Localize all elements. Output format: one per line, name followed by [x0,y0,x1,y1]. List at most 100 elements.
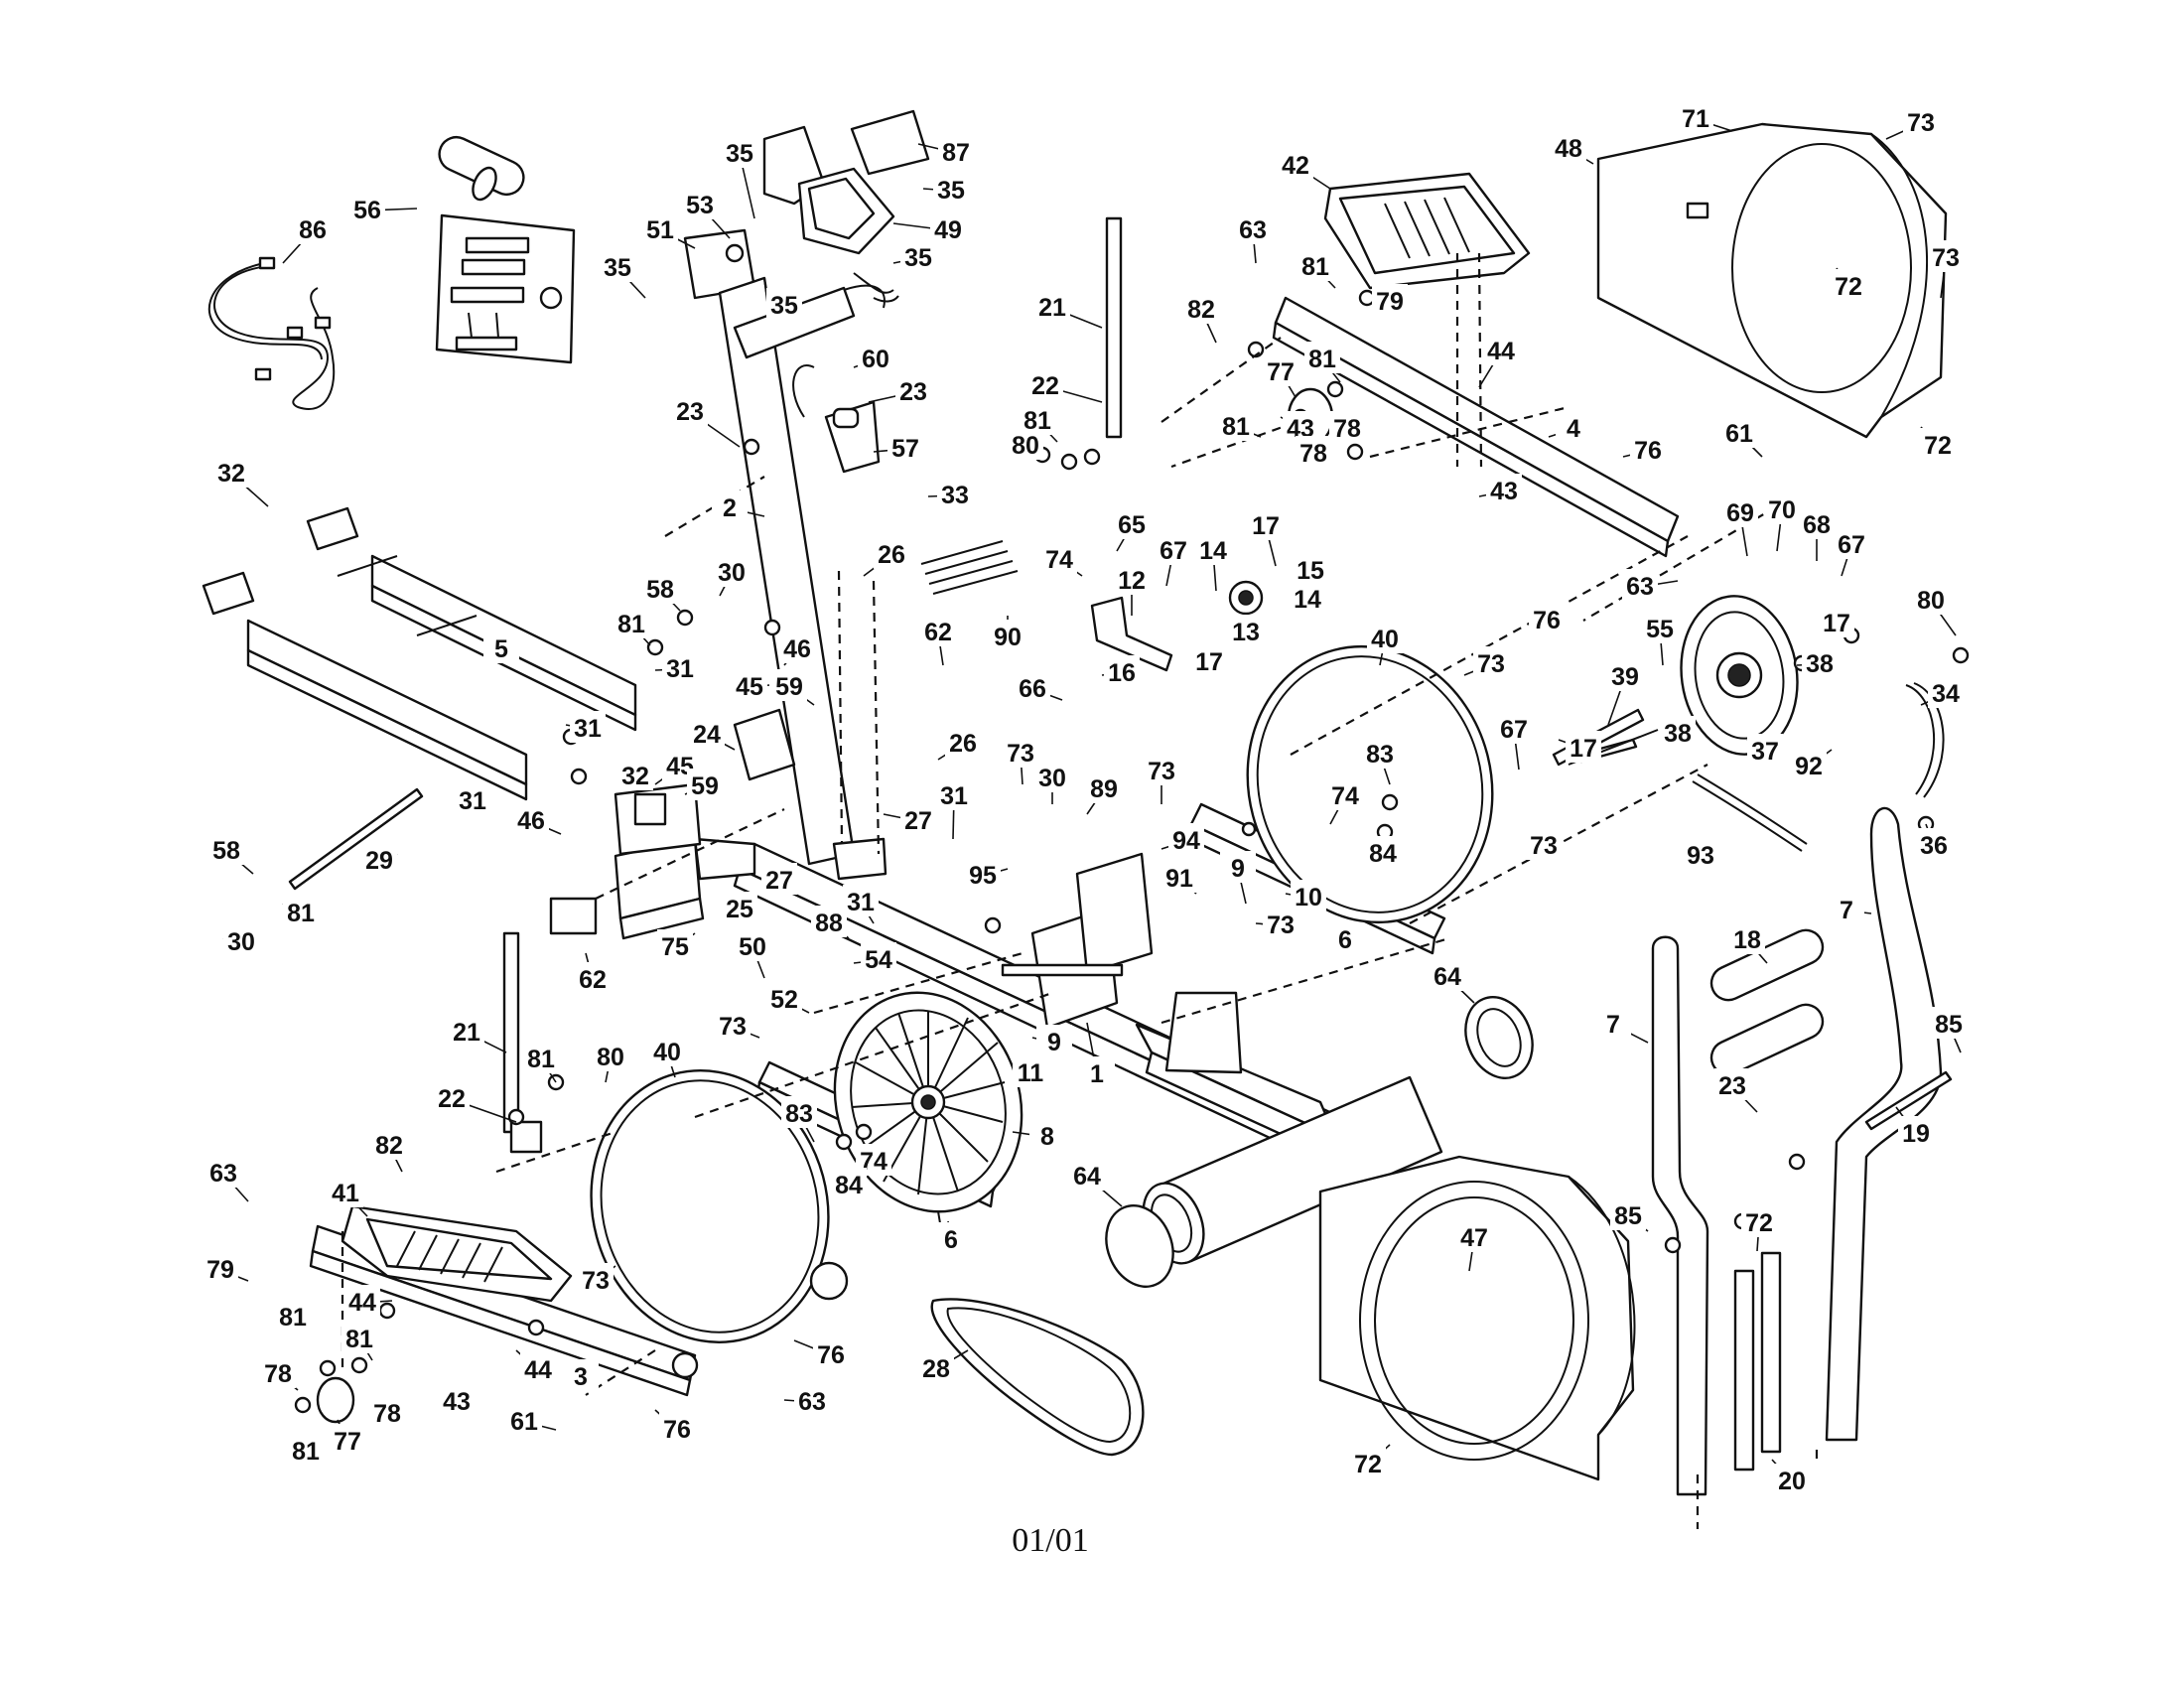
label-backdrop [371,1128,407,1160]
part-callout-34-1: 34 [1932,680,1960,708]
part-callout-58-2: 58 [212,837,240,865]
label-backdrop [687,769,723,800]
part-callout-94-1: 94 [1172,827,1200,855]
label-backdrop [1642,612,1678,643]
part-callout-74-1: 74 [1045,546,1073,574]
part-callout-6-2: 6 [944,1226,958,1254]
part-callout-35-2: 35 [937,177,965,205]
label-backdrop [732,669,767,701]
label-backdrop [771,669,807,701]
hardware-nut [835,1133,853,1151]
label-backdrop [283,896,319,927]
part-callout-7-2: 7 [1606,1011,1620,1039]
wire-harness [207,256,336,410]
part-callout-85-2: 85 [1935,1011,1963,1039]
console-assembly [683,109,930,303]
part-callout-23-3: 23 [1718,1072,1746,1100]
part-callout-23-1: 23 [676,398,704,426]
part-callout-64-1: 64 [1433,963,1461,991]
part-callout-8-1: 8 [1040,1123,1054,1151]
label-backdrop [722,892,757,923]
label-backdrop [1034,761,1070,792]
label-backdrop [455,783,490,815]
label-backdrop [936,778,972,810]
label-backdrop [1304,342,1340,373]
part-callout-74-2: 74 [1331,782,1359,810]
label-backdrop [1630,433,1666,465]
label-backdrop [1729,922,1765,954]
drive-belt [930,1298,1145,1457]
part-callout-67-1: 67 [1160,537,1187,565]
part-callout-53-1: 53 [686,192,714,219]
part-callout-88-1: 88 [815,910,843,937]
part-callout-80-3: 80 [597,1044,624,1071]
label-backdrop [1003,736,1038,768]
part-callout-90-1: 90 [994,624,1022,651]
part-callout-48-1: 48 [1555,135,1582,163]
shroud-47 [1318,1155,1636,1481]
label-backdrop [341,1322,377,1353]
label-backdrop [439,1384,475,1416]
label-backdrop [593,1040,628,1071]
part-callout-31-3: 31 [459,787,486,815]
label-backdrop [1622,569,1658,601]
rear-frame [202,506,637,801]
label-backdrop [288,1434,324,1466]
label-backdrop [945,726,981,758]
part-callout-69-1: 69 [1726,499,1754,527]
part-callout-84-2: 84 [835,1172,863,1199]
label-backdrop [1228,615,1264,646]
part-callout-50-1: 50 [739,933,766,961]
label-backdrop [1566,731,1601,763]
part-callout-2-1: 2 [723,494,737,522]
label-backdrop [714,555,750,587]
part-callout-78-4: 78 [373,1400,401,1428]
part-callout-38-2: 38 [1664,720,1692,748]
label-backdrop [1931,1007,1967,1039]
label-backdrop [213,456,249,488]
part-callout-30-3: 30 [1038,765,1066,792]
label-backdrop [1916,828,1952,860]
label-backdrop [1290,582,1325,614]
rod-19 [1864,1070,1953,1131]
part-callout-27-2: 27 [765,867,793,895]
part-callout-17-1: 17 [1252,512,1280,540]
label-backdrop [1297,249,1333,281]
part-callout-60-1: 60 [862,346,889,373]
label-backdrop [1678,101,1713,133]
label-backdrop [483,632,519,663]
label-backdrop [1293,553,1328,585]
cable-93 [1692,773,1808,852]
part-callout-73-4: 73 [1530,832,1558,860]
label-backdrop [1291,880,1326,912]
part-callout-26-2: 26 [949,730,977,758]
part-callout-14-1: 14 [1199,537,1227,565]
label-backdrop [1278,148,1313,180]
part-callout-64-2: 64 [1073,1163,1101,1191]
label-backdrop [1791,749,1827,780]
label-backdrop [203,1252,238,1284]
label-backdrop [617,759,653,790]
label-backdrop [887,431,923,463]
label-backdrop [1027,368,1063,400]
part-callout-19-1: 19 [1902,1120,1930,1148]
disc-40-lower [590,1069,849,1343]
label-backdrop [1831,269,1866,301]
part-callout-46-1: 46 [783,635,811,663]
label-backdrop [1920,428,1956,460]
label-backdrop [761,863,797,895]
label-backdrop [1069,1159,1105,1191]
label-backdrop [794,1384,830,1416]
label-backdrop [600,250,635,282]
label-backdrop [766,982,802,1014]
part-callout-42-1: 42 [1282,152,1309,180]
label-backdrop [689,717,725,749]
label-backdrop [1327,922,1363,954]
label-backdrop [1367,622,1403,653]
label-backdrop [1029,1119,1065,1151]
part-callout-77-1: 77 [1267,358,1295,386]
upright-tube [718,276,887,881]
label-backdrop [1350,1447,1386,1478]
part-callout-81-10: 81 [292,1438,320,1466]
